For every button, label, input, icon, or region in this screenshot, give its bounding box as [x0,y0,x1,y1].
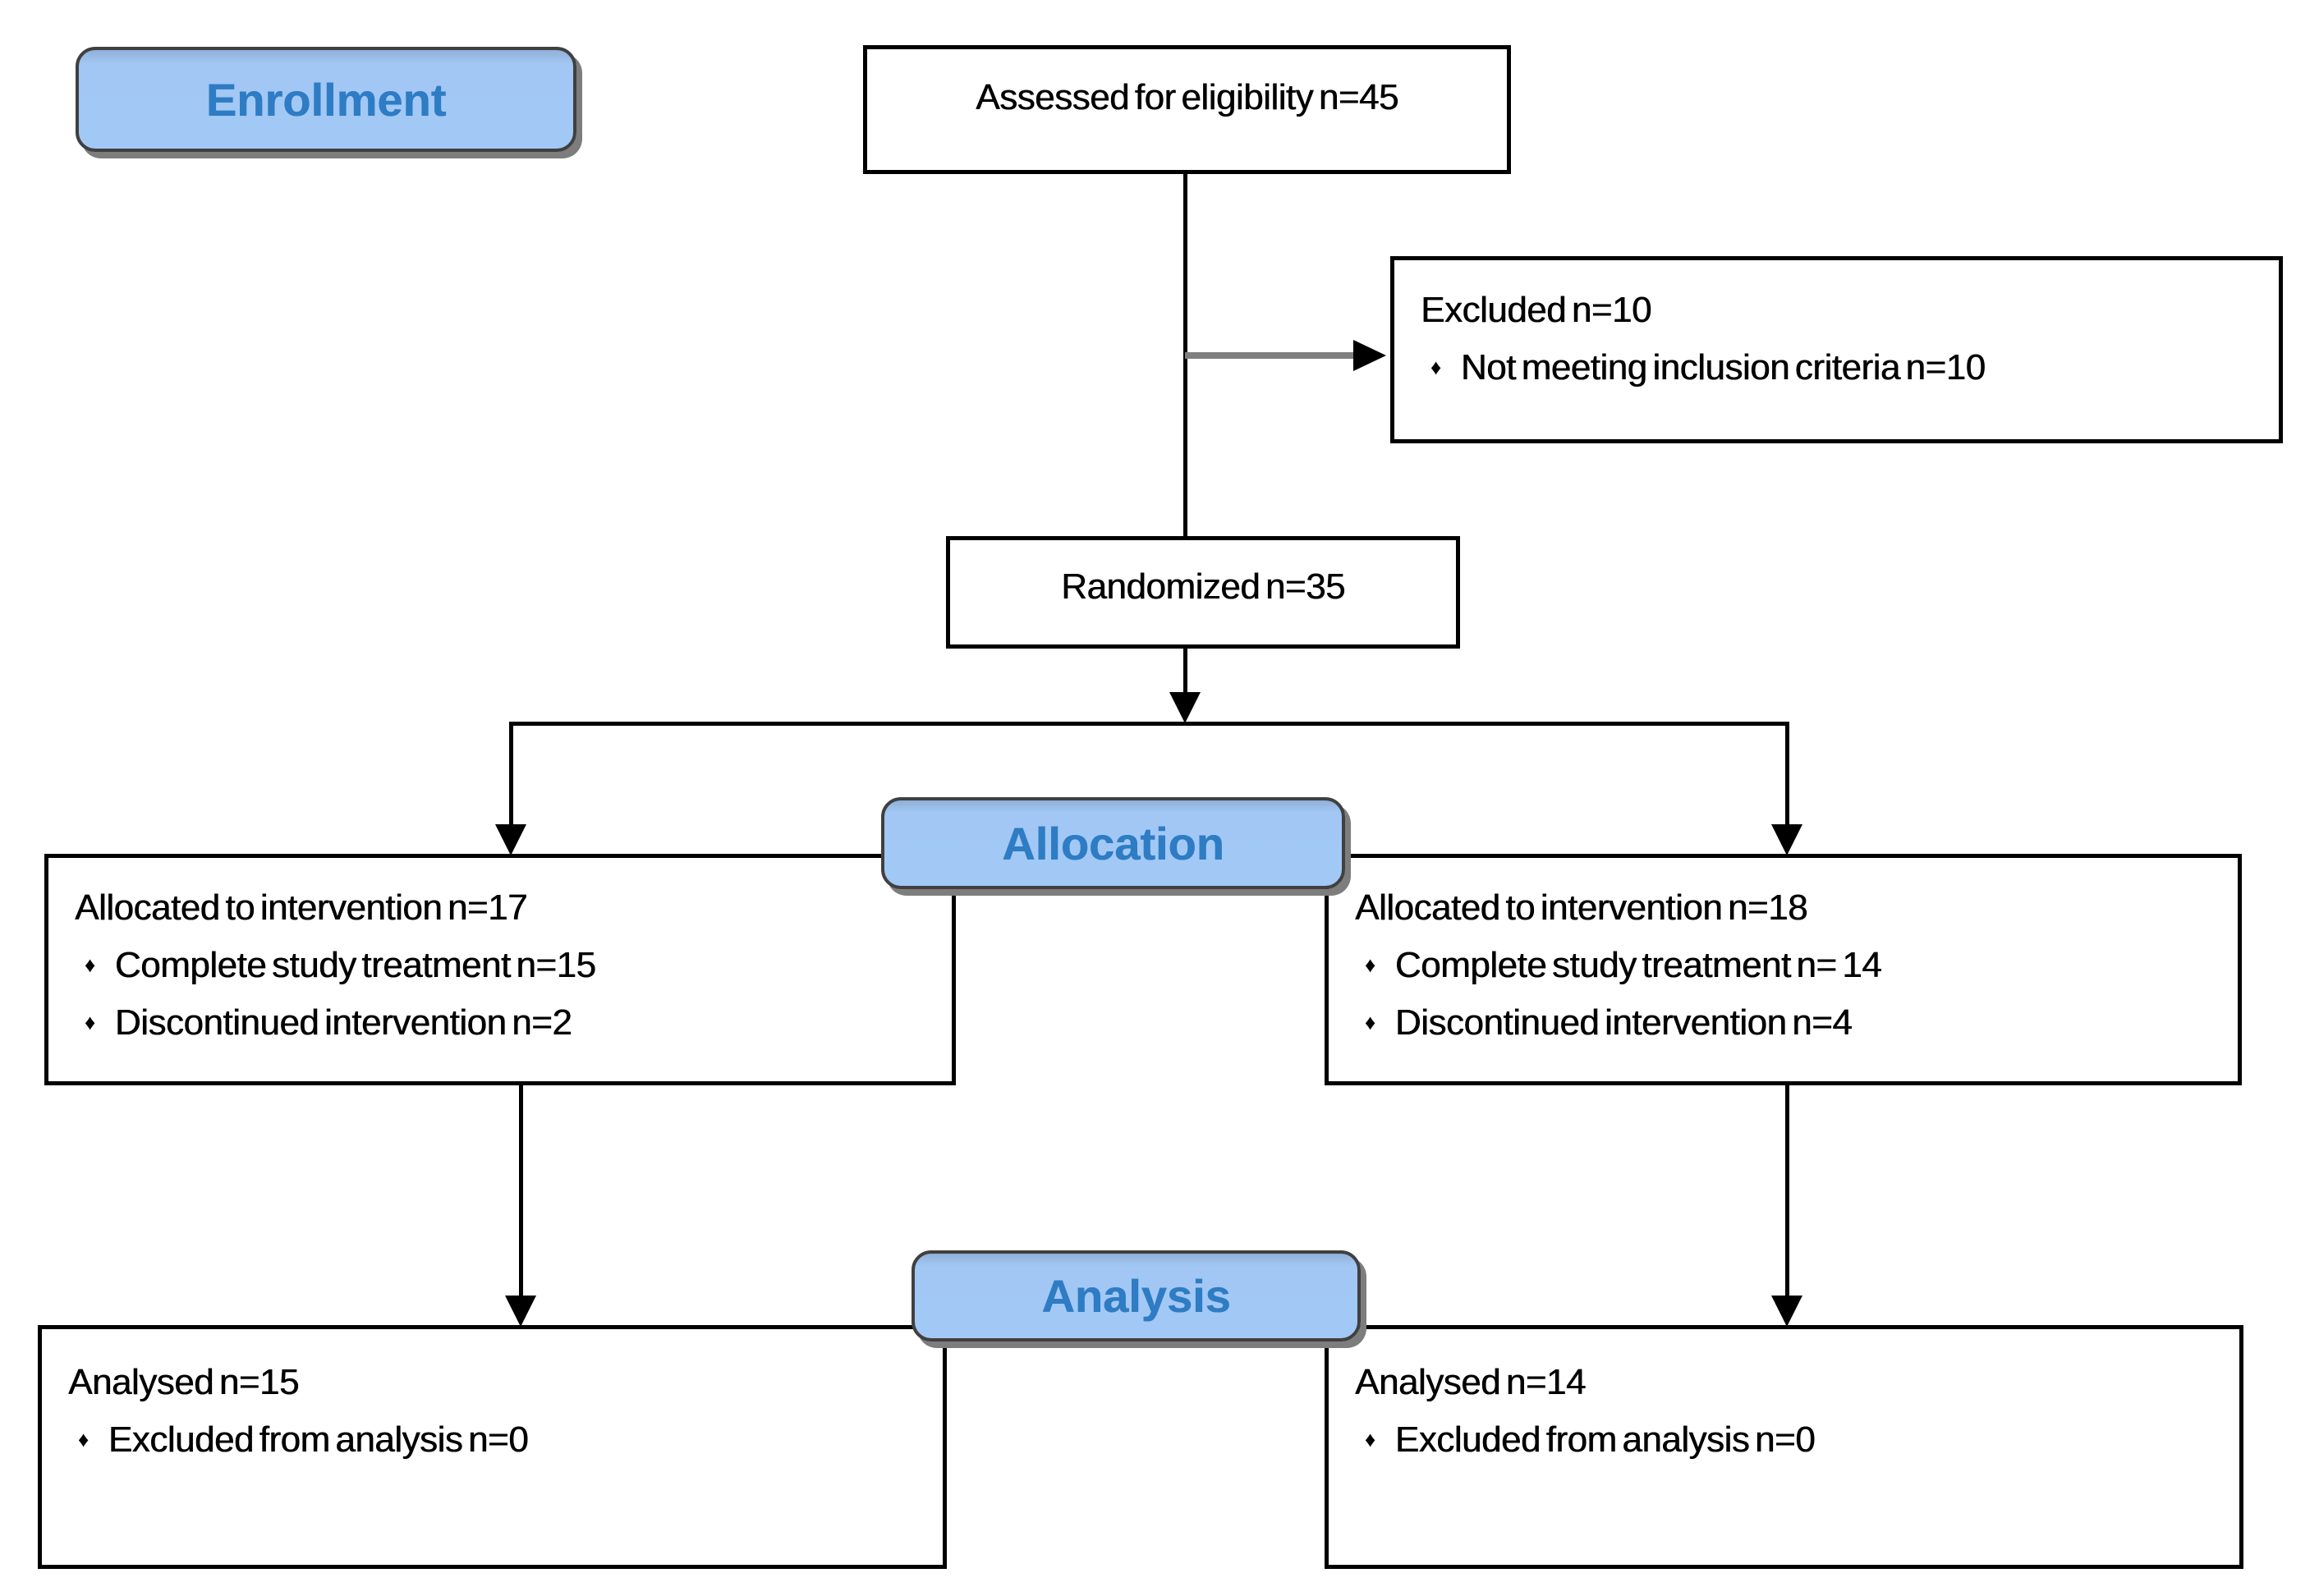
analysed-left-title: Analysed n=15 [68,1362,299,1402]
diamond-bullet-icon: ♦ [1365,1427,1375,1452]
connector-split-to-left-allocation [509,722,513,825]
allocated-right-bullet-text: Discontinued intervention n=4 [1394,1002,1853,1043]
allocated-right-box: Allocated to intervention n=18 ♦ Complete… [1325,854,2242,1085]
excluded-title: Excluded n=10 [1421,290,1651,330]
allocated-right-bullet-row: ♦ Discontinued intervention n=4 [1355,997,2211,1048]
excluded-bullet-text: Not meeting inclusion criteria n=10 [1460,347,1986,388]
connector-randomized-to-split [1183,649,1187,695]
analysis-badge-label: Analysis [1041,1270,1231,1322]
diamond-bullet-icon: ♦ [1365,952,1375,977]
allocated-left-bullet-row: ♦ Discontinued intervention n=2 [75,997,925,1048]
arrowhead-down-icon [505,1296,536,1327]
diamond-bullet-icon: ♦ [85,952,95,977]
stage-badge-enrollment: Enrollment [76,47,576,152]
diamond-bullet-icon: ♦ [85,1010,95,1034]
analysed-right-bullet-text: Excluded from analysis n=0 [1394,1419,1816,1460]
analysed-right-bullet-row: ♦ Excluded from analysis n=0 [1355,1414,2213,1465]
connector-split-to-right-allocation [1785,722,1789,825]
analysed-right-title: Analysed n=14 [1355,1362,1586,1402]
arrowhead-down-icon [1771,824,1802,855]
allocated-right-title: Allocated to intervention n=18 [1355,887,1807,928]
split-horizontal-line [509,722,1789,726]
arrowhead-down-icon [1771,1296,1802,1327]
enrollment-badge-label: Enrollment [205,73,447,126]
allocated-right-bullet-text: Complete study treatment n= 14 [1394,945,1882,985]
connector-left-allocation-to-analysis [519,1084,523,1296]
diamond-bullet-icon: ♦ [1430,355,1441,379]
analysed-right-box: Analysed n=14 ♦ Excluded from analysis n=… [1325,1325,2243,1569]
connector-right-allocation-to-analysis [1785,1084,1789,1296]
excluded-bullet-row: ♦ Not meeting inclusion criteria n=10 [1421,342,2252,393]
stage-badge-allocation: Allocation [881,797,1345,889]
connector-to-excluded [1185,352,1359,359]
arrowhead-down-icon [495,824,526,855]
allocated-right-bullet-row: ♦ Complete study treatment n= 14 [1355,939,2211,991]
assessed-eligibility-box: Assessed for eligibility n=45 [863,45,1511,174]
arrowhead-down-icon [1169,692,1201,723]
diamond-bullet-icon: ♦ [1365,1010,1375,1034]
allocated-left-bullet-text: Complete study treatment n=15 [114,945,596,985]
allocation-badge-label: Allocation [1002,817,1224,869]
randomized-text: Randomized n=35 [1061,566,1345,607]
arrowhead-right-icon [1353,340,1386,371]
diamond-bullet-icon: ♦ [78,1427,89,1452]
analysed-left-box: Analysed n=15 ♦ Excluded from analysis n=… [38,1325,947,1569]
allocated-left-bullet-text: Discontinued intervention n=2 [114,1002,572,1043]
assessed-eligibility-text: Assessed for eligibility n=45 [976,77,1398,117]
analysed-left-bullet-row: ♦ Excluded from analysis n=0 [68,1414,916,1465]
allocated-left-title: Allocated to intervention n=17 [75,887,527,928]
randomized-box: Randomized n=35 [946,536,1460,649]
excluded-box: Excluded n=10 ♦ Not meeting inclusion cri… [1390,256,2283,443]
allocated-left-bullet-row: ♦ Complete study treatment n=15 [75,939,925,991]
allocated-left-box: Allocated to intervention n=17 ♦ Complete… [44,854,956,1085]
stage-badge-analysis: Analysis [912,1250,1361,1341]
analysed-left-bullet-text: Excluded from analysis n=0 [108,1419,529,1460]
